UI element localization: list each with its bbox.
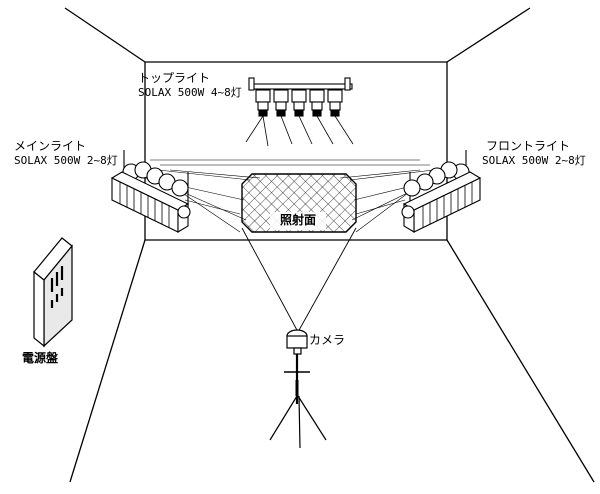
irradiation-surface-label: 照射面 <box>280 213 317 227</box>
top-light-bank <box>248 77 353 117</box>
camera-tripod <box>269 329 327 449</box>
main-light-bank <box>110 150 191 233</box>
top-light-lamp-4 <box>309 89 325 117</box>
front-light-name: フロントライト <box>486 139 571 153</box>
floor-edge-right <box>446 239 595 483</box>
main-light-spec: SOLAX 500W 2~8灯 <box>14 154 118 167</box>
floor-edge-left <box>69 239 146 483</box>
top-light-lamp-5 <box>327 89 343 117</box>
top-light-beams <box>245 115 354 147</box>
top-light-name: トップライト <box>138 71 211 85</box>
room-walls <box>64 7 595 483</box>
camera-field-of-view <box>241 227 357 333</box>
main-light-name: メインライト <box>14 139 87 153</box>
power-panel <box>33 237 73 348</box>
ceiling-edge-right <box>446 7 531 63</box>
front-light-bank <box>401 150 482 233</box>
ceiling-edge-left <box>64 7 146 63</box>
front-light-spec: SOLAX 500W 2~8灯 <box>482 154 586 167</box>
top-light-lamp-3 <box>291 89 307 117</box>
top-light-lamp-1 <box>255 89 271 117</box>
power-panel-label: 電源盤 <box>22 351 59 365</box>
camera-label: カメラ <box>309 333 346 347</box>
top-light-spec: SOLAX 500W 4~8灯 <box>138 86 242 99</box>
top-light-lamp-2 <box>273 89 289 117</box>
irradiation-area <box>241 173 357 233</box>
